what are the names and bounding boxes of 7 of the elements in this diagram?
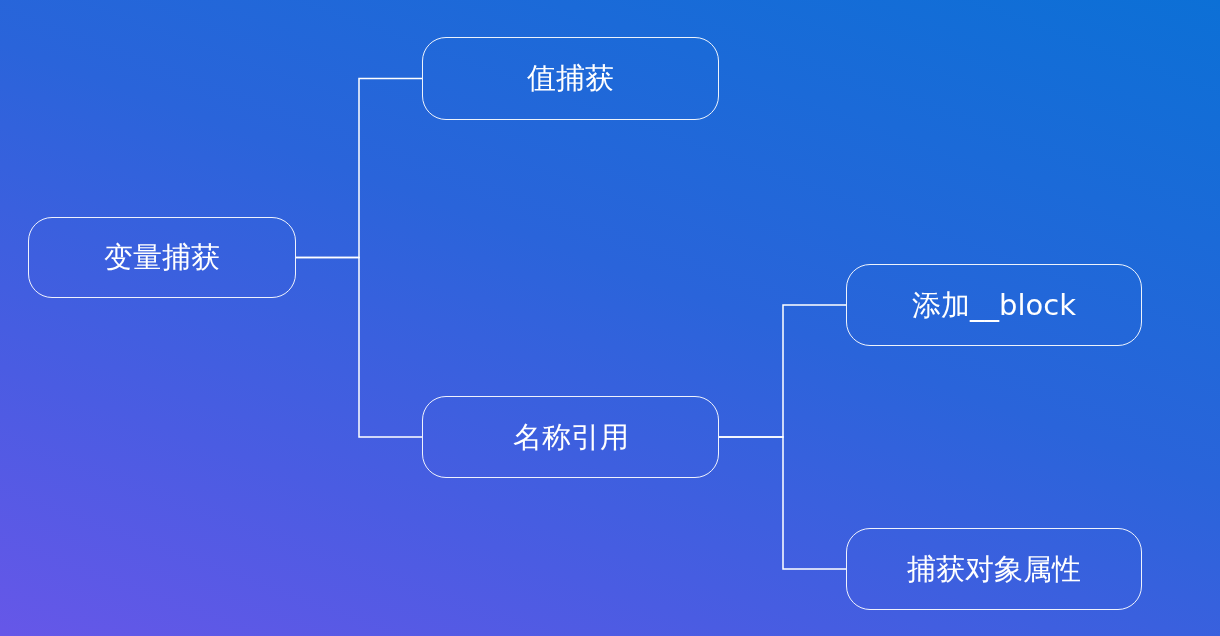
connector-line xyxy=(718,436,847,570)
topic-box: 变量捕获 xyxy=(28,217,296,298)
topic-box: 值捕获 xyxy=(422,37,719,120)
topic-box: 添加__block xyxy=(846,264,1142,346)
connector-line xyxy=(295,256,423,438)
topic-box: 捕获对象属性 xyxy=(846,528,1142,610)
topic-box: 名称引用 xyxy=(422,396,719,478)
